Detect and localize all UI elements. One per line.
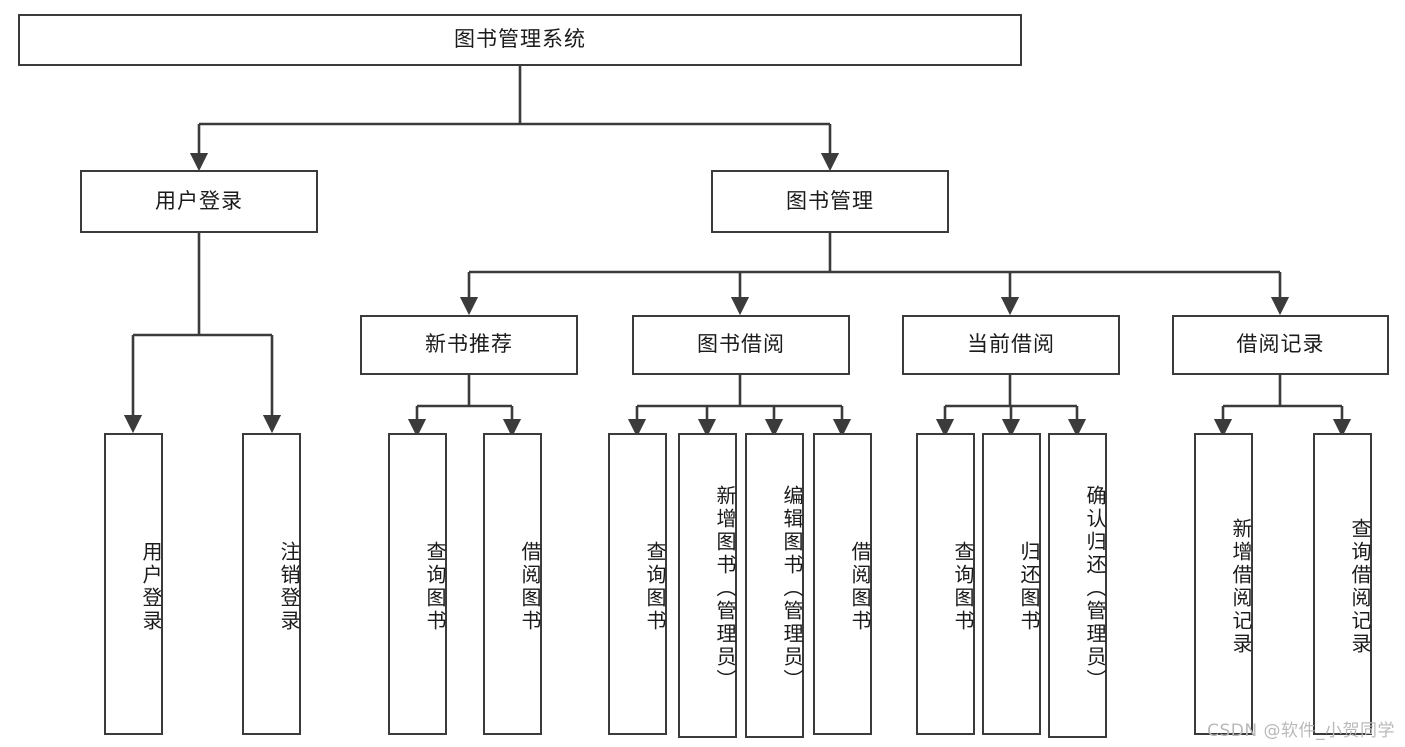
leaf-add-borrow-record[interactable]: 新增借阅记录 (1194, 433, 1253, 735)
node-label: 当前借阅 (967, 332, 1055, 357)
node-label: 用户登录 (139, 541, 163, 633)
leaf-query-book-current[interactable]: 查询图书 (916, 433, 975, 735)
node-label: 归还图书 (1017, 541, 1041, 633)
leaf-borrow-book-recommend[interactable]: 借阅图书 (483, 433, 542, 735)
node-label: 图书管理系统 (454, 27, 586, 52)
node-new-book-recommend[interactable]: 新书推荐 (360, 315, 578, 375)
node-label: 查询图书 (423, 541, 447, 633)
node-label: 查询图书 (643, 541, 667, 633)
node-borrow-record[interactable]: 借阅记录 (1172, 315, 1389, 375)
leaf-return-book[interactable]: 归还图书 (982, 433, 1041, 735)
leaf-query-borrow-record[interactable]: 查询借阅记录 (1313, 433, 1372, 735)
leaf-edit-book-admin[interactable]: 编辑图书（管理员） (745, 433, 804, 738)
leaf-query-book-recommend[interactable]: 查询图书 (388, 433, 447, 735)
leaf-confirm-return-admin[interactable]: 确认归还（管理员） (1048, 433, 1107, 738)
watermark: CSDN @软件_小贺同学 (1207, 721, 1395, 741)
node-label: 查询借阅记录 (1348, 518, 1372, 656)
node-label: 新书推荐 (425, 332, 513, 357)
node-label: 借阅图书 (518, 541, 542, 633)
node-book-borrow[interactable]: 图书借阅 (632, 315, 850, 375)
node-label: 图书管理 (786, 188, 874, 213)
node-label: 新增图书（管理员） (713, 485, 737, 692)
node-label: 注销登录 (277, 541, 301, 633)
node-label: 查询图书 (951, 541, 975, 633)
node-book-management[interactable]: 图书管理 (711, 170, 949, 233)
node-label: 新增借阅记录 (1229, 518, 1253, 656)
node-user-login[interactable]: 用户登录 (80, 170, 318, 233)
node-label: 图书借阅 (697, 332, 785, 357)
leaf-query-book-borrow[interactable]: 查询图书 (608, 433, 667, 735)
leaf-borrow-book[interactable]: 借阅图书 (813, 433, 872, 735)
leaf-add-book-admin[interactable]: 新增图书（管理员） (678, 433, 737, 738)
node-label: 确认归还（管理员） (1083, 485, 1107, 692)
node-label: 用户登录 (155, 188, 243, 213)
node-label: 编辑图书（管理员） (780, 485, 804, 692)
leaf-user-login[interactable]: 用户登录 (104, 433, 163, 735)
node-label: 借阅记录 (1236, 332, 1325, 357)
node-root-book-management-system[interactable]: 图书管理系统 (18, 14, 1022, 66)
leaf-logout[interactable]: 注销登录 (242, 433, 301, 735)
node-current-borrow[interactable]: 当前借阅 (902, 315, 1120, 375)
node-label: 借阅图书 (848, 541, 872, 633)
